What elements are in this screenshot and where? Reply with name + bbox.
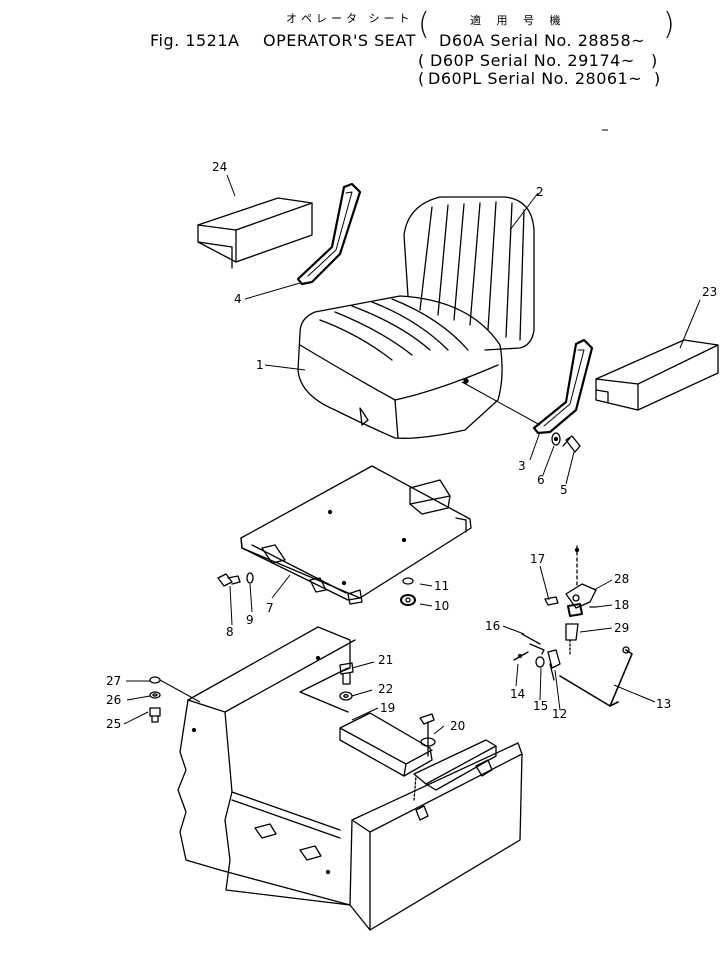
callout-28: 28 [614,572,629,586]
callout-7: 7 [266,601,274,615]
armrest-bracket-left [296,182,362,286]
callout-4: 4 [234,292,242,306]
lockwasher-26 [149,691,161,699]
pin-14 [513,651,529,661]
figure-number: Fig. 1521A [150,31,240,50]
washer-11 [402,577,414,585]
serial-paren-close-d60p: ) [651,51,658,70]
bracket-left: ( [418,7,430,42]
washer-22 [339,691,353,701]
bolt-21 [339,662,354,685]
bolt-5 [562,435,581,453]
armrest-pad-left [197,197,313,269]
callout-15: 15 [533,699,548,713]
clamp-28 [565,545,597,609]
callout-8: 8 [226,625,234,639]
callout-23: 23 [702,285,717,299]
callout-14: 14 [510,687,525,701]
bolt-8 [217,573,241,587]
callout-12: 12 [552,707,567,721]
armrest-bracket-right [532,338,594,435]
callout-17: 17 [530,552,545,566]
callout-11: 11 [434,579,449,593]
bolt-20 [413,713,436,801]
lever-13 [559,646,633,707]
washer-27 [149,676,161,684]
serial-line-d60a: D60A Serial No. 28858~ [439,31,646,50]
callout-13: 13 [656,697,671,711]
callout-18: 18 [614,598,629,612]
washer-9 [246,572,254,584]
seat-cushion [297,295,503,439]
callout-25: 25 [106,717,121,731]
callout-10: 10 [434,599,449,613]
serial-paren-close-d60pl: ) [654,69,661,88]
washer-15 [535,656,545,668]
washer-6 [551,432,561,446]
callout-1: 1 [256,358,264,372]
callout-20: 20 [450,719,465,733]
japanese-title: オペレータ シート [286,12,414,25]
bolt-17 [544,596,559,606]
callout-6: 6 [537,473,545,487]
seat-stand [177,626,523,931]
callout-21: 21 [378,653,393,667]
seat-mount-plate [240,465,472,605]
callout-27: 27 [106,674,121,688]
callout-9: 9 [246,613,254,627]
armrest-pad-right [595,339,719,411]
nut-10 [400,594,416,606]
figure-title: OPERATOR'S SEAT [263,31,416,50]
callout-24: 24 [212,160,227,174]
callout-3: 3 [518,459,526,473]
bolt-25 [149,707,161,723]
callout-2: 2 [536,185,544,199]
pin-16 [521,633,545,655]
seat-back [403,196,535,351]
yoke-12 [547,649,561,681]
block-18 [567,603,597,617]
serial-paren-open-d60pl: ( [418,69,425,88]
serial-paren-open-d60p: ( [418,51,425,70]
serial-line-d60pl: D60PL Serial No. 28061~ [428,69,643,88]
rail-bracket-19 [339,712,497,821]
callout-22: 22 [378,682,393,696]
callout-19: 19 [380,701,395,715]
callout-29: 29 [614,621,629,635]
callout-26: 26 [106,693,121,707]
bracket-right: ) [663,7,675,42]
callout-16: 16 [485,619,500,633]
callout-5: 5 [560,483,568,497]
japanese-applicable-label: 適 用 号 機 [470,14,567,27]
bolt-29 [565,623,579,657]
serial-line-d60p: D60P Serial No. 29174~ [430,51,635,70]
